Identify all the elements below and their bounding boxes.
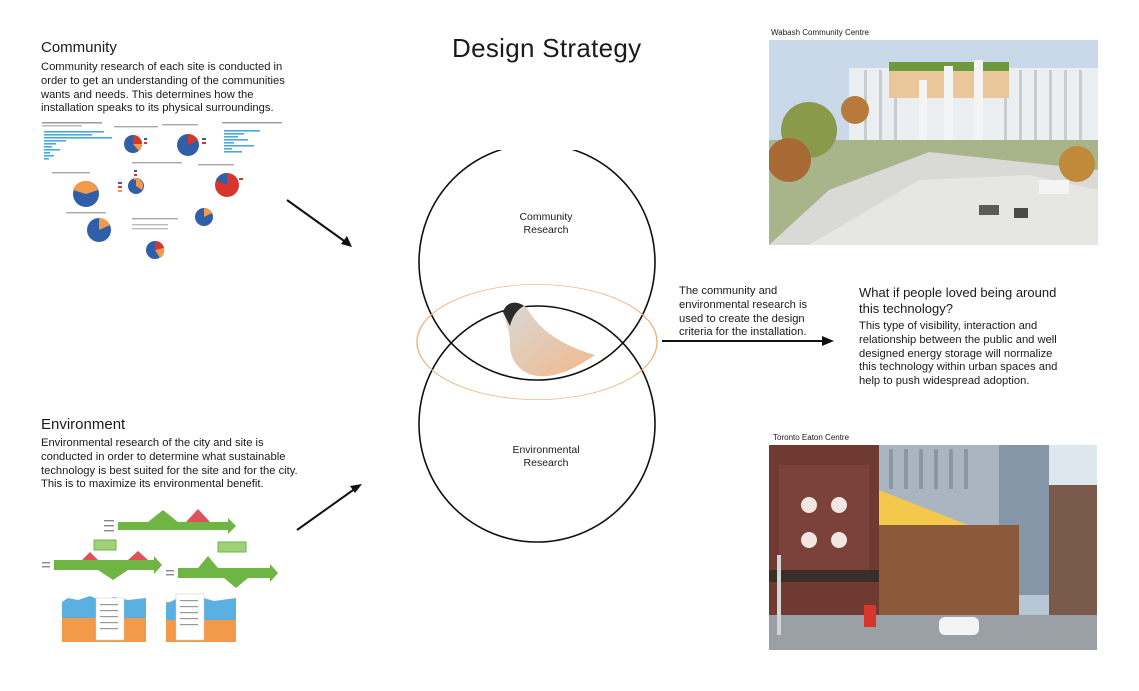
survey-bar-chart — [42, 122, 112, 160]
toronto-eaton-centre-photo — [769, 445, 1097, 650]
arrow-venn-to-outcome — [662, 336, 834, 346]
community-body: Community research of each site is condu… — [41, 61, 285, 115]
energy-flow-diagram-mid — [42, 539, 162, 580]
arrow-environment-to-venn — [296, 484, 362, 531]
bird-logo — [503, 302, 595, 377]
environment-heading: Environment — [41, 416, 126, 433]
page-title: Design Strategy — [452, 33, 642, 63]
eaton-caption: Toronto Eaton Centre — [773, 433, 850, 442]
survey-pie-medium — [162, 124, 206, 156]
environment-research-diagrams — [38, 506, 288, 651]
wabash-caption: Wabash Community Centre — [771, 28, 869, 37]
energy-area-chart-left — [62, 596, 146, 642]
venn-top-circle — [418, 150, 656, 381]
energy-flow-diagram-top — [104, 509, 236, 534]
venn-top-label: Community Research — [519, 211, 573, 236]
venn-bottom-label: Environmental Research — [512, 444, 580, 469]
venn-diagram — [416, 150, 658, 543]
wabash-community-centre-rendering — [769, 40, 1098, 245]
venn-bottom-circle — [418, 305, 656, 543]
energy-area-chart-right — [166, 593, 236, 642]
connector-text: The community and environmental research… — [679, 285, 808, 339]
survey-pie-row-3 — [66, 208, 213, 259]
survey-bar-chart-2 — [222, 122, 282, 153]
community-heading: Community — [41, 39, 117, 56]
question-body: This type of visibility, interaction and… — [859, 320, 1058, 388]
energy-flow-diagram-right — [166, 541, 278, 588]
arrow-community-to-venn — [286, 199, 352, 247]
environment-body: Environmental research of the city and s… — [41, 437, 298, 491]
venn-orange-ellipse — [416, 284, 658, 400]
community-survey-charts — [36, 118, 294, 266]
question-heading: What if people loved being around this t… — [859, 285, 1057, 316]
survey-pie-small — [114, 126, 158, 153]
survey-pie-row-2 — [52, 162, 243, 207]
